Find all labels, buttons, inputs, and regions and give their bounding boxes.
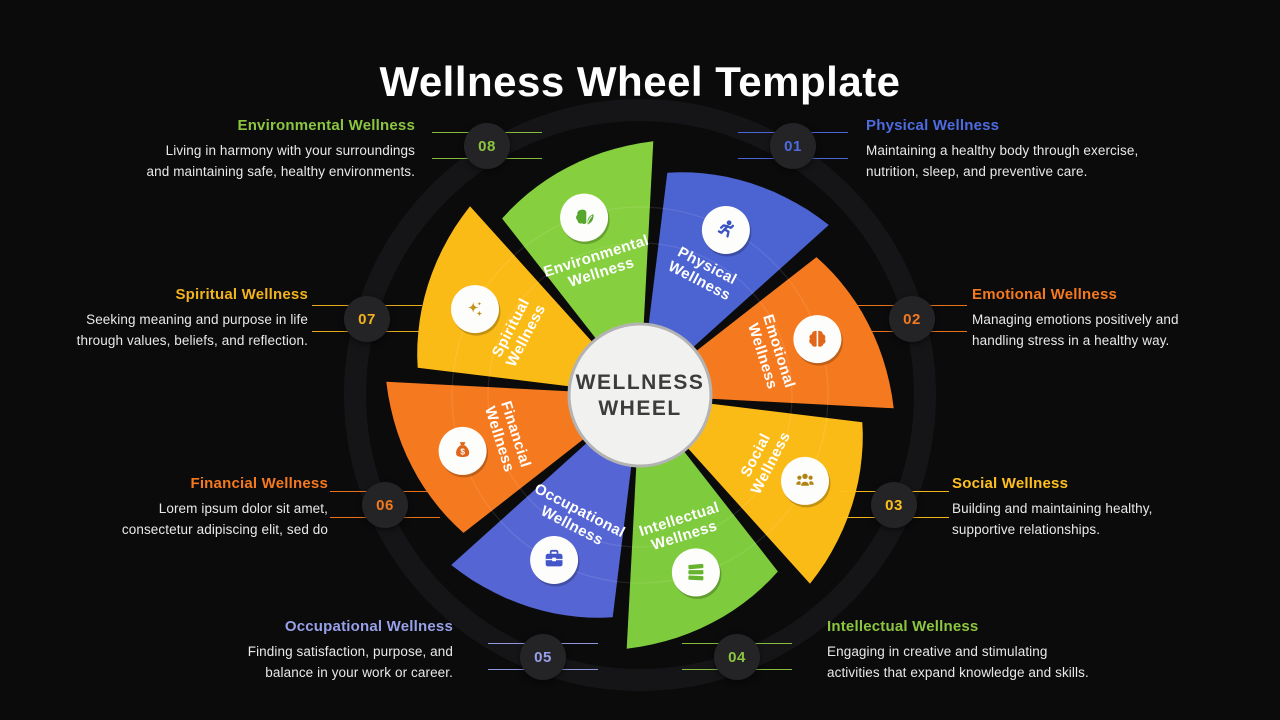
- number-circle: 01: [770, 123, 816, 169]
- heading-intellectual: Intellectual Wellness: [827, 618, 979, 635]
- badge-emotional: 02: [857, 296, 967, 342]
- desc-physical-2: nutrition, sleep, and preventive care.: [866, 163, 1088, 179]
- badge-physical: 01: [738, 123, 848, 169]
- number-circle: 07: [344, 296, 390, 342]
- desc-spiritual-2: through values, beliefs, and reflection.: [76, 332, 308, 348]
- number-circle: 03: [871, 482, 917, 528]
- info-occupational: Occupational Wellness Finding satisfacti…: [248, 618, 453, 683]
- info-intellectual: Intellectual Wellness Engaging in creati…: [827, 618, 1089, 683]
- wedge-spiritual: [417, 206, 640, 395]
- number-circle: 04: [714, 634, 760, 680]
- heading-emotional: Emotional Wellness: [972, 286, 1118, 303]
- badge-number: 08: [478, 137, 496, 155]
- badge-number: 06: [376, 496, 394, 514]
- badge-number: 07: [358, 310, 376, 328]
- info-spiritual: Spiritual Wellness Seeking meaning and p…: [77, 286, 308, 351]
- info-physical: Physical Wellness Maintaining a healthy …: [866, 117, 1138, 182]
- desc-physical-1: Maintaining a healthy body through exerc…: [866, 143, 1139, 158]
- wedge-physical: [640, 172, 829, 395]
- heading-environmental: Environmental Wellness: [237, 117, 415, 134]
- badge-intellectual: 04: [682, 634, 792, 680]
- inner-guide-ring: [487, 242, 793, 548]
- badge-occupational: 05: [488, 634, 598, 680]
- info-emotional: Emotional Wellness Managing emotions pos…: [972, 286, 1179, 351]
- people-group-icon: [781, 456, 831, 508]
- wedge-occupational: [451, 395, 640, 618]
- badge-number: 04: [728, 648, 746, 666]
- badge-number: 02: [903, 310, 921, 328]
- desc-intellectual-2: activities that expand knowledge and ski…: [827, 664, 1089, 680]
- desc-social-2: supportive relationships.: [952, 521, 1101, 537]
- desc-emotional-1: Managing emotions positively and: [972, 312, 1179, 327]
- number-circle: 02: [889, 296, 935, 342]
- badge-financial: 06: [330, 482, 440, 528]
- info-financial: Financial Wellness Lorem ipsum dolor sit…: [122, 475, 328, 540]
- desc-occupational-1: Finding satisfaction, purpose, and: [247, 644, 453, 659]
- desc-spiritual-1: Seeking meaning and purpose in life: [86, 312, 308, 327]
- sparkles-icon: [451, 285, 501, 336]
- outer-ring: [344, 99, 936, 691]
- page-title: Wellness Wheel Template: [379, 58, 901, 106]
- number-circle: 05: [520, 634, 566, 680]
- badge-environmental: 08: [432, 123, 542, 169]
- heading-physical: Physical Wellness: [866, 117, 1000, 134]
- desc-emotional-2: handling stress in a healthy way.: [972, 332, 1170, 348]
- desc-environmental-2: and maintaining safe, healthy environmen…: [146, 163, 415, 179]
- brain-leaf-icon: [560, 193, 610, 245]
- brain-icon: [793, 315, 843, 366]
- runner-icon: [701, 206, 752, 257]
- money-bag-icon: $: [438, 426, 489, 478]
- badge-spiritual: 07: [312, 296, 422, 342]
- wedge-social: [640, 395, 863, 584]
- info-social: Social Wellness Building and maintaining…: [952, 475, 1152, 540]
- briefcase-icon: [530, 536, 580, 587]
- badge-social: 03: [839, 482, 949, 528]
- badge-number: 05: [534, 648, 552, 666]
- desc-intellectual-1: Engaging in creative and stimulating: [827, 644, 1048, 659]
- desc-occupational-2: balance in your work or career.: [265, 664, 453, 680]
- desc-financial-2: consectetur adipiscing elit, sed do: [121, 521, 328, 537]
- svg-text:$: $: [460, 447, 465, 457]
- number-circle: 08: [464, 123, 510, 169]
- outer-guide-ring: [451, 206, 829, 584]
- number-circle: 06: [362, 482, 408, 528]
- badge-number: 01: [784, 137, 802, 155]
- heading-social: Social Wellness: [952, 475, 1069, 492]
- heading-financial: Financial Wellness: [190, 475, 328, 492]
- books-stack-icon: [671, 548, 722, 599]
- desc-social-1: Building and maintaining healthy,: [952, 501, 1153, 516]
- wellness-wheel-diagram: PhysicalWellnessEmotionalWellnessSocialW…: [344, 99, 936, 691]
- info-environmental: Environmental Wellness Living in harmony…: [147, 117, 415, 182]
- badge-number: 03: [885, 496, 903, 514]
- heading-occupational: Occupational Wellness: [284, 618, 453, 635]
- desc-environmental-1: Living in harmony with your surroundings: [165, 143, 415, 158]
- heading-spiritual: Spiritual Wellness: [175, 286, 308, 303]
- desc-financial-1: Lorem ipsum dolor sit amet,: [158, 501, 328, 516]
